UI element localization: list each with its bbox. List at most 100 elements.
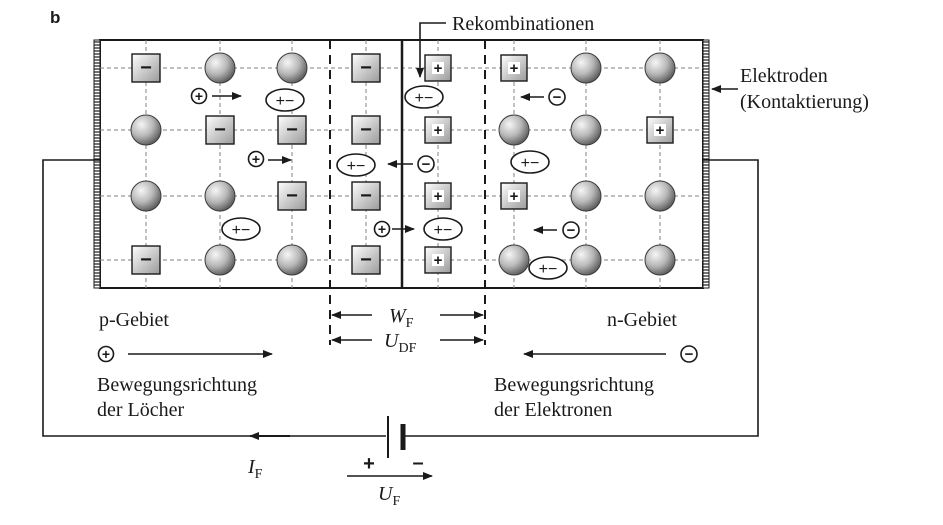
acceptor-ion	[351, 53, 381, 83]
acceptor-ion-sign: −	[360, 185, 372, 207]
recombination-pair	[336, 153, 376, 177]
lattice-atom	[204, 52, 236, 84]
lattice-atom	[130, 180, 162, 212]
donor-ion-core	[432, 62, 444, 74]
hole-carrier-sign: +	[252, 151, 260, 167]
electrode-callout: Elektroden (Kontaktierung)	[711, 65, 869, 113]
donor-ion-sign: +	[434, 252, 443, 269]
circuit-wire-right	[404, 159, 759, 437]
acceptor-ion-sign: −	[360, 57, 372, 79]
battery-symbol	[387, 416, 406, 458]
donor-ion	[500, 54, 528, 82]
hole-carrier	[190, 87, 208, 105]
battery-plus-label: +	[363, 453, 375, 475]
recombination-pair-signs: +−	[232, 222, 251, 239]
acceptor-ion	[277, 115, 307, 145]
hole-symbol-legend-glyph: +	[102, 346, 110, 362]
donor-ion-sign: +	[510, 60, 519, 77]
acceptor-ion	[277, 181, 307, 211]
lattice-atom	[644, 180, 676, 212]
electrode-label-line2: (Kontaktierung)	[740, 91, 869, 113]
recombination-pair	[528, 256, 568, 280]
acceptor-ion	[351, 245, 381, 275]
free-carriers: +++−−−	[190, 87, 580, 239]
acceptor-ion-sign: −	[360, 249, 372, 271]
battery-minus-label: –	[412, 452, 423, 474]
hole-carrier	[373, 220, 391, 238]
acceptor-ion	[205, 115, 235, 145]
electrons-direction-caption-line2: der Elektronen	[494, 399, 612, 421]
electron-carrier	[417, 155, 435, 173]
donor-ion-sign: +	[656, 122, 665, 139]
acceptor-ion-sign: −	[140, 249, 152, 271]
carrier-arrows	[212, 92, 557, 234]
recombination-pair	[221, 217, 261, 241]
lattice-atom	[276, 52, 308, 84]
electrode-right	[702, 39, 710, 289]
lattice-atom	[276, 244, 308, 276]
electrode-bar	[93, 39, 101, 289]
circuit-wire-left	[42, 159, 386, 437]
donor-ion-core	[508, 62, 520, 74]
holes-direction-caption-line2: der Löcher	[97, 399, 185, 421]
acceptor-ion	[131, 245, 161, 275]
donor-ion-core	[432, 124, 444, 136]
electrode-left	[93, 39, 101, 289]
recombination-pair-signs: +−	[415, 90, 434, 107]
electron-symbol-legend-glyph: −	[685, 346, 694, 363]
electron-carrier-sign: −	[422, 156, 431, 173]
current-label: IF	[247, 456, 263, 482]
depletion-width-label: WF	[389, 305, 414, 331]
lattice-atom	[644, 244, 676, 276]
panel-label: b	[50, 8, 60, 27]
recombination-pair-signs: +−	[521, 155, 540, 172]
hole-symbol-legend	[97, 345, 115, 363]
lattice-atom	[644, 52, 676, 84]
donor-ion-sign: +	[434, 60, 443, 77]
lattice-atom	[204, 244, 236, 276]
lattice-atom	[498, 114, 530, 146]
lattice-atom	[570, 52, 602, 84]
donor-ion-sign: +	[434, 188, 443, 205]
hole-carrier-sign: +	[378, 221, 386, 237]
acceptor-ion	[351, 181, 381, 211]
acceptor-ion-sign: −	[214, 119, 226, 141]
donor-ion-core	[432, 190, 444, 202]
recombination-pair	[510, 150, 550, 174]
recombination-pair	[265, 88, 305, 112]
hole-carrier-sign: +	[195, 88, 203, 104]
acceptor-ion-sign: −	[286, 185, 298, 207]
electron-symbol-legend	[680, 345, 698, 363]
n-region-label: n-Gebiet	[607, 309, 677, 331]
external-circuit	[42, 159, 759, 440]
acceptor-ion-sign: −	[286, 119, 298, 141]
acceptor-ion-sign: −	[140, 57, 152, 79]
recombination-label: Rekombinationen	[452, 13, 594, 35]
hole-carrier	[247, 150, 265, 168]
acceptor-ion-sign: −	[360, 119, 372, 141]
recombination-pair-signs: +−	[434, 222, 453, 239]
recombination-pair-signs: +−	[347, 158, 366, 175]
donor-ion-core	[508, 190, 520, 202]
holes-direction-caption-line1: Bewegungsrichtung	[97, 374, 257, 396]
recombination-pair	[404, 85, 444, 109]
donor-ion-core	[654, 124, 666, 136]
diffusion-voltage-label: UDF	[384, 330, 417, 356]
electrode-bar	[702, 39, 710, 289]
p-region-label: p-Gebiet	[99, 309, 169, 331]
electron-carrier	[548, 88, 566, 106]
lattice-atom	[570, 180, 602, 212]
electron-carrier-sign: −	[567, 222, 576, 239]
lattice-atom	[130, 114, 162, 146]
donor-ion-core	[432, 254, 444, 266]
recombination-pair	[423, 217, 463, 241]
recombination-pair-signs: +−	[276, 93, 295, 110]
lattice-atom	[498, 244, 530, 276]
electrons-direction-caption-line1: Bewegungsrichtung	[494, 374, 654, 396]
acceptor-ion	[351, 115, 381, 145]
lattice-atom	[570, 244, 602, 276]
recombination-pair-signs: +−	[539, 261, 558, 278]
hole-direction-indicator: +	[97, 345, 273, 363]
recombination-callout: Rekombinationen	[416, 13, 594, 78]
recombination-leader	[416, 22, 446, 78]
